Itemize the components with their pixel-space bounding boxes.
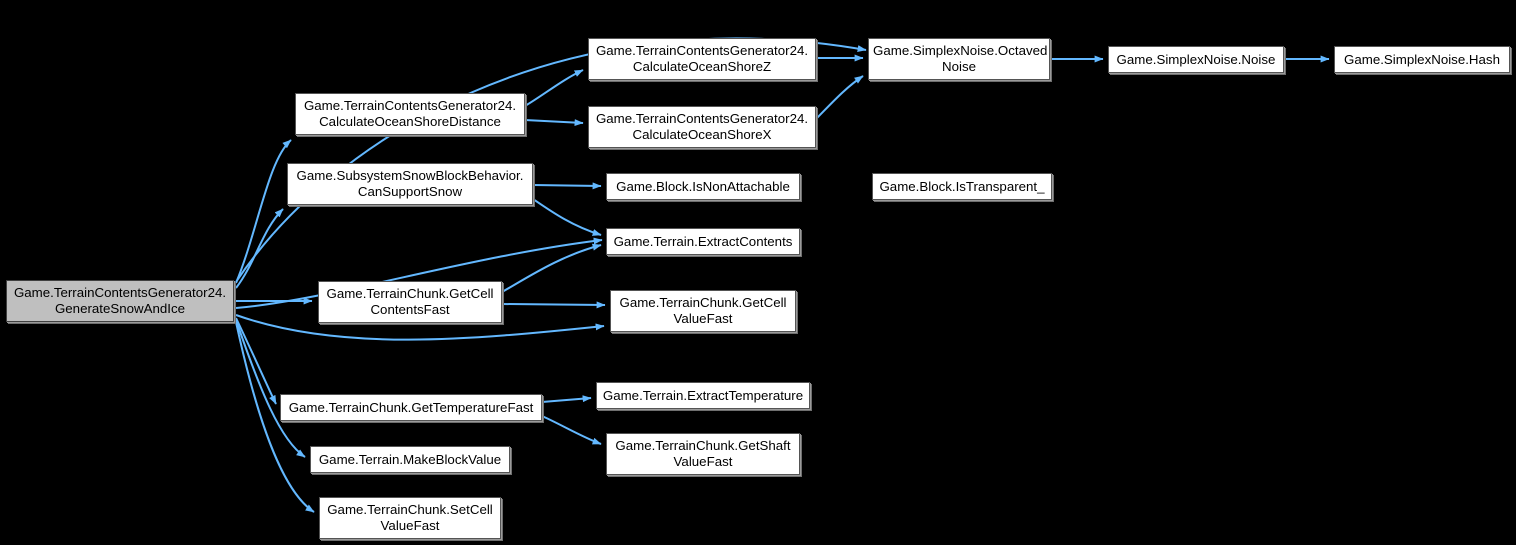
call-edge-root-to-getTemperatureFast [235,317,277,405]
graph-node-oceanShoreDistance[interactable]: Game.TerrainContentsGenerator24. Calcula… [295,93,525,135]
graph-node-label: Game.TerrainChunk.GetCell ValueFast [619,295,787,326]
graph-node-label: Game.Block.IsTransparent_ [879,178,1045,194]
graph-node-label: Game.Block.IsNonAttachable [616,178,790,194]
graph-node-label: Game.TerrainChunk.GetCell ContentsFast [326,286,494,317]
graph-node-label: Game.TerrainChunk.SetCell ValueFast [327,502,493,533]
graph-node-hash[interactable]: Game.SimplexNoise.Hash [1334,46,1510,73]
graph-node-noise[interactable]: Game.SimplexNoise.Noise [1108,46,1284,73]
graph-node-label: Game.TerrainContentsGenerator24. Calcula… [595,111,809,142]
graph-node-setCellValueFast[interactable]: Game.TerrainChunk.SetCell ValueFast [319,497,501,539]
graph-node-label: Game.SimplexNoise.Noise [1116,51,1276,67]
call-edge-root-to-makeBlockValue [235,319,306,458]
call-edge-root-to-oceanShoreDistance [235,139,292,284]
graph-node-extractTemperature[interactable]: Game.Terrain.ExtractTemperature [596,382,810,409]
graph-node-makeBlockValue[interactable]: Game.Terrain.MakeBlockValue [310,446,510,473]
graph-node-label: Game.SimplexNoise.Octaved Noise [873,43,1048,74]
graph-node-getCellContentsFast[interactable]: Game.TerrainChunk.GetCell ContentsFast [318,281,502,323]
call-edge-canSupportSnow-to-extractContents [532,198,602,236]
call-edge-getTemperatureFast-to-getShaftValueFast [541,415,602,445]
graph-node-label: Game.SubsystemSnowBlockBehavior. CanSupp… [296,168,524,199]
graph-node-getCellValueFast[interactable]: Game.TerrainChunk.GetCell ValueFast [610,290,796,332]
graph-node-canSupportSnow[interactable]: Game.SubsystemSnowBlockBehavior. CanSupp… [287,163,533,205]
call-edge-canSupportSnow-to-isNonAttachable [532,182,602,190]
graph-node-oceanShoreX[interactable]: Game.TerrainContentsGenerator24. Calcula… [588,106,816,148]
graph-node-label: Game.Terrain.ExtractContents [613,233,793,249]
graph-node-label: Game.Terrain.ExtractTemperature [602,387,804,403]
call-edge-oceanShoreDistance-to-oceanShoreX [524,119,584,127]
graph-node-getShaftValueFast[interactable]: Game.TerrainChunk.GetShaft ValueFast [606,433,800,475]
graph-node-label: Game.SimplexNoise.Hash [1344,51,1500,67]
graph-node-root[interactable]: Game.TerrainContentsGenerator24. Generat… [6,280,234,322]
graph-node-extractContents[interactable]: Game.Terrain.ExtractContents [606,228,800,255]
call-edge-root-to-canSupportSnow [235,208,284,289]
call-edge-oceanShoreX-to-octavedNoise [815,75,864,120]
graph-node-isNonAttachable[interactable]: Game.Block.IsNonAttachable [606,173,800,200]
call-edge-getCellContentsFast-to-extractContents [501,243,602,293]
graph-node-label: Game.TerrainContentsGenerator24. Calcula… [303,98,517,129]
graph-node-getTemperatureFast[interactable]: Game.TerrainChunk.GetTemperatureFast [280,394,542,421]
graph-node-isTransparent[interactable]: Game.Block.IsTransparent_ [872,173,1052,200]
graph-node-label: Game.TerrainChunk.GetTemperatureFast [288,399,534,415]
call-edge-oceanShoreDistance-to-oceanShoreZ [524,69,584,107]
call-edge-getCellContentsFast-to-getCellValueFast [501,301,606,309]
graph-node-octavedNoise[interactable]: Game.SimplexNoise.Octaved Noise [868,38,1050,80]
graph-node-oceanShoreZ[interactable]: Game.TerrainContentsGenerator24. Calcula… [588,38,816,80]
graph-node-label: Game.Terrain.MakeBlockValue [318,451,502,467]
graph-node-label: Game.TerrainChunk.GetShaft ValueFast [615,438,791,469]
call-edge-getTemperatureFast-to-extractTemperature [541,395,592,403]
graph-node-label: Game.TerrainContentsGenerator24. Calcula… [595,43,809,74]
graph-node-label: Game.TerrainContentsGenerator24. Generat… [13,285,227,316]
